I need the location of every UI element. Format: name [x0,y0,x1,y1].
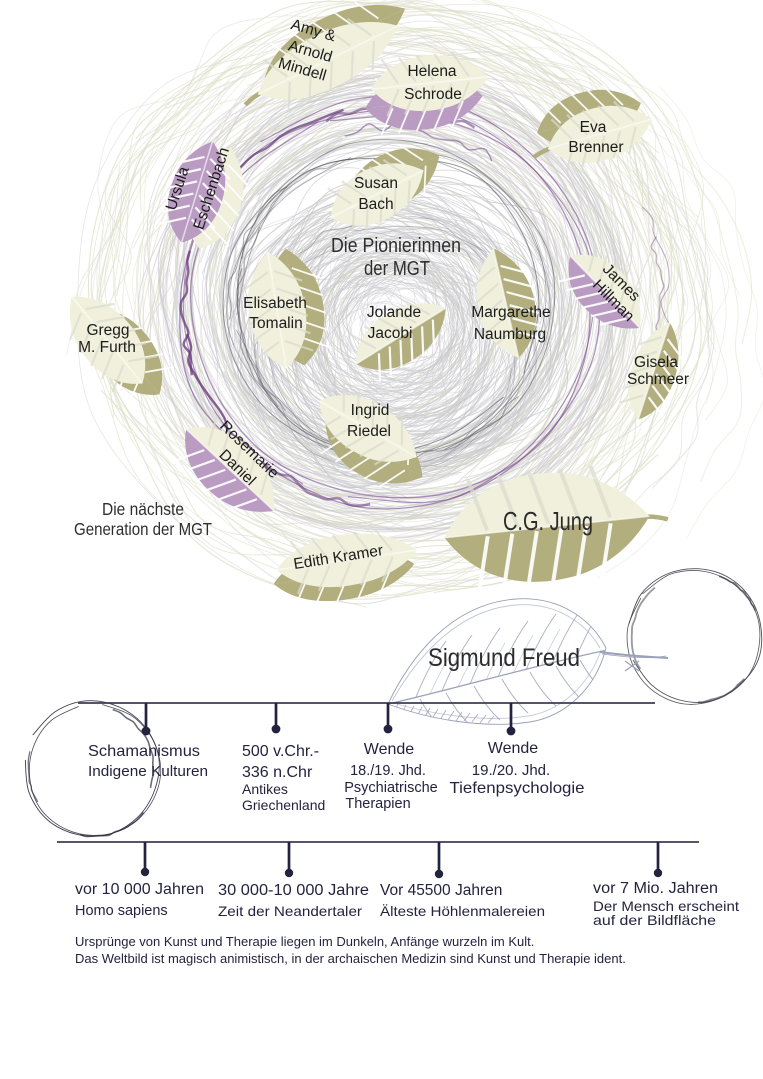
svg-text:Elisabeth: Elisabeth [243,295,307,312]
svg-text:der MGT: der MGT [364,258,430,280]
svg-text:19./20. Jhd.: 19./20. Jhd. [472,762,550,779]
svg-text:Wende: Wende [364,741,415,758]
svg-text:vor 7 Mio. Jahren: vor 7 Mio. Jahren [593,880,718,897]
svg-text:Antikes: Antikes [242,781,288,797]
svg-text:Therapien: Therapien [345,796,410,812]
svg-text:Brenner: Brenner [568,139,623,156]
svg-text:Margarethe: Margarethe [471,304,550,321]
svg-text:30 000-10 000 Jahre: 30 000-10 000 Jahre [218,882,369,899]
svg-text:Indigene Kulturen: Indigene Kulturen [88,764,208,780]
svg-text:Tiefenpsychologie: Tiefenpsychologie [450,780,585,797]
svg-text:C.G. Jung: C.G. Jung [503,506,593,536]
svg-text:Die nächste: Die nächste [102,499,184,519]
svg-text:auf der Bildfläche: auf der Bildfläche [593,912,716,928]
svg-text:Ingrid: Ingrid [351,402,390,419]
svg-text:Älteste Höhlenmalereien: Älteste Höhlenmalereien [380,903,545,919]
svg-text:Das Weltbild ist magisch animi: Das Weltbild ist magisch animistisch, in… [75,951,626,966]
svg-text:18./19. Jhd.: 18./19. Jhd. [350,763,426,779]
svg-text:Riedel: Riedel [347,423,391,440]
svg-text:500 v.Chr.-: 500 v.Chr.- [242,743,319,760]
svg-text:Jolande: Jolande [367,304,421,321]
svg-text:Gisela: Gisela [634,354,678,371]
svg-text:vor 10 000 Jahren: vor 10 000 Jahren [75,881,204,898]
svg-text:Tomalin: Tomalin [249,315,302,332]
svg-text:Sigmund Freud: Sigmund Freud [428,644,580,672]
svg-text:Generation der MGT: Generation der MGT [74,519,212,539]
svg-text:Eva: Eva [580,119,607,136]
svg-text:Ursprünge von Kunst und Therap: Ursprünge von Kunst und Therapie liegen … [75,934,534,949]
svg-text:Helena: Helena [407,63,456,80]
svg-text:Der Mensch erscheint: Der Mensch erscheint [593,898,739,914]
svg-text:Bach: Bach [358,196,393,213]
svg-text:Schmeer: Schmeer [627,371,689,388]
svg-text:Wende: Wende [488,740,539,757]
svg-text:Susan: Susan [354,175,398,192]
svg-text:Homo sapiens: Homo sapiens [75,903,168,919]
svg-text:Psychiatrische: Psychiatrische [344,780,437,796]
svg-text:Griechenland: Griechenland [242,797,325,813]
svg-text:Zeit der Neandertaler: Zeit der Neandertaler [218,903,362,919]
svg-text:Naumburg: Naumburg [474,326,546,343]
svg-text:Schamanismus: Schamanismus [88,743,200,760]
svg-text:Vor 45500 Jahren: Vor 45500 Jahren [380,882,502,899]
svg-text:Die Pionierinnen: Die Pionierinnen [331,235,461,257]
svg-text:Jacobi: Jacobi [368,325,413,342]
svg-text:Gregg: Gregg [86,322,129,339]
svg-text:Schrode: Schrode [404,86,462,103]
svg-text:336 n.Chr: 336 n.Chr [242,764,313,781]
svg-text:M. Furth: M. Furth [78,339,136,356]
